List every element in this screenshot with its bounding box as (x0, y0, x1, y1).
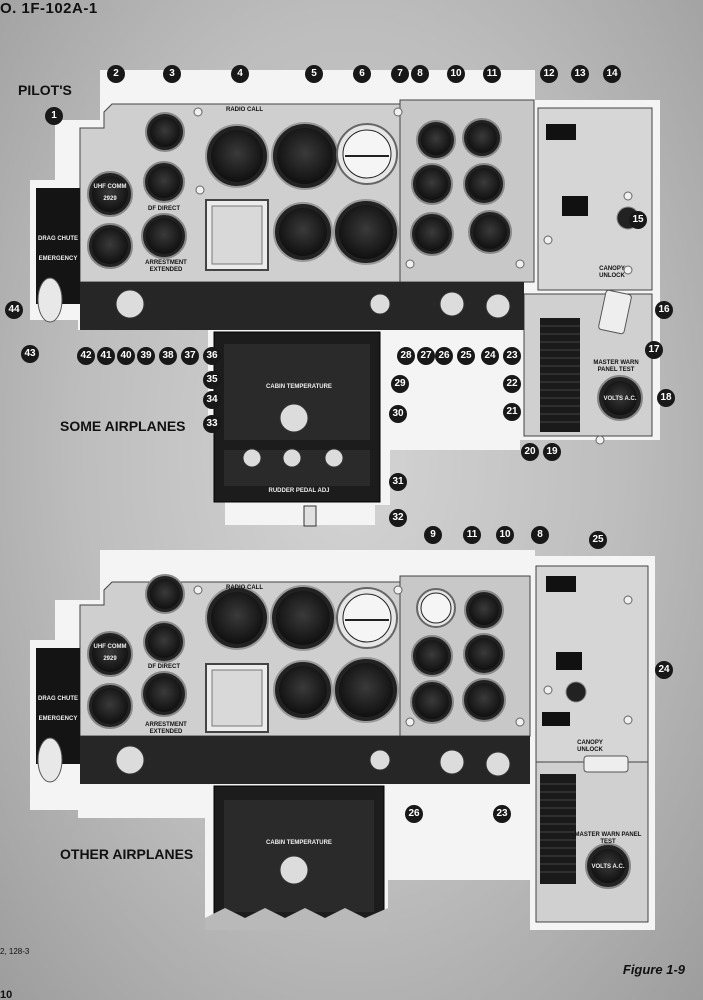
bottom-panel (30, 550, 655, 930)
document-id: O. 1F-102A-1 (0, 0, 98, 17)
uhf-frequency-readout-lower: 2929 (103, 656, 117, 662)
drag-chute-placard-lower: DRAG CHUTE (38, 696, 78, 702)
page-number: 10 (0, 989, 13, 1000)
rudder-pedal-adj-placard: RUDDER PEDAL ADJ (268, 488, 330, 494)
top-callout-38: 38 (159, 347, 177, 365)
radio-call-placard: RADIO CALL (226, 107, 263, 113)
bottom-callout-9: 9 (424, 526, 442, 544)
cabin-temperature-placard-lower: CABIN TEMPERATURE (266, 840, 332, 846)
cabin-temperature-placard: CABIN TEMPERATURE (266, 384, 332, 390)
some-airplanes-label: SOME AIRPLANES (60, 418, 186, 434)
top-callout-24: 24 (481, 347, 499, 365)
top-callout-20: 20 (521, 443, 539, 461)
bottom-callout-10: 10 (496, 526, 514, 544)
top-callout-4: 4 (231, 65, 249, 83)
top-callout-13: 13 (571, 65, 589, 83)
df-direct-placard: DF DIRECT (148, 206, 180, 212)
bottom-callout-25: 25 (589, 531, 607, 549)
master-warn-test-placard: MASTER WARN PANEL TEST (593, 360, 639, 373)
pilots-label: PILOT'S (18, 82, 72, 98)
top-callout-16: 16 (655, 301, 673, 319)
drag-chute-placard: DRAG CHUTE (38, 236, 78, 242)
top-callout-6: 6 (353, 65, 371, 83)
top-panel (30, 70, 660, 527)
bottom-callout-8: 8 (531, 526, 549, 544)
top-callout-42: 42 (77, 347, 95, 365)
radio-call-placard-lower: RADIO CALL (226, 585, 263, 591)
top-callout-19: 19 (543, 443, 561, 461)
top-callout-1: 1 (45, 107, 63, 125)
top-callout-29: 29 (391, 375, 409, 393)
negative-number: 2, 128-3 (0, 947, 30, 956)
bottom-callout-23: 23 (493, 805, 511, 823)
top-callout-14: 14 (603, 65, 621, 83)
uhf-comm-placard: UHF COMM (93, 184, 127, 190)
top-callout-12: 12 (540, 65, 558, 83)
uhf-frequency-readout: 2929 (103, 196, 117, 202)
canopy-unlock-placard-lower: CANOPY UNLOCK (577, 740, 603, 753)
top-callout-37: 37 (181, 347, 199, 365)
df-direct-placard-lower: DF DIRECT (148, 664, 180, 670)
bottom-callout-11: 11 (463, 526, 481, 544)
top-callout-21: 21 (503, 403, 521, 421)
top-callout-33: 33 (203, 415, 221, 433)
top-callout-28: 28 (397, 347, 415, 365)
top-callout-41: 41 (97, 347, 115, 365)
top-callout-10: 10 (447, 65, 465, 83)
top-callout-39: 39 (137, 347, 155, 365)
top-callout-40: 40 (117, 347, 135, 365)
top-callout-36: 36 (203, 347, 221, 365)
volts-ac-placard-lower: VOLTS A.C. (591, 864, 625, 870)
top-callout-34: 34 (203, 391, 221, 409)
top-callout-25: 25 (457, 347, 475, 365)
top-callout-17: 17 (645, 341, 663, 359)
arrestment-extended-placard: ARRESTMENT EXTENDED (145, 260, 187, 273)
figure-label: Figure 1-9 (622, 962, 685, 977)
bottom-callout-26: 26 (405, 805, 423, 823)
top-callout-15: 15 (629, 211, 647, 229)
top-callout-3: 3 (163, 65, 181, 83)
canopy-unlock-placard: CANOPY UNLOCK (599, 266, 625, 279)
top-callout-27: 27 (417, 347, 435, 365)
top-callout-32: 32 (389, 509, 407, 527)
top-callout-23: 23 (503, 347, 521, 365)
top-callout-31: 31 (389, 473, 407, 491)
top-callout-43: 43 (21, 345, 39, 363)
top-callout-5: 5 (305, 65, 323, 83)
top-callout-26: 26 (435, 347, 453, 365)
emergency-placard: EMERGENCY (38, 256, 78, 262)
emergency-placard-lower: EMERGENCY (38, 716, 78, 722)
top-callout-18: 18 (657, 389, 675, 407)
top-callout-35: 35 (203, 371, 221, 389)
volts-ac-placard: VOLTS A.C. (603, 396, 637, 402)
top-callout-2: 2 (107, 65, 125, 83)
top-callout-30: 30 (389, 405, 407, 423)
top-callout-7: 7 (391, 65, 409, 83)
bottom-callout-24: 24 (655, 661, 673, 679)
top-callout-11: 11 (483, 65, 501, 83)
top-callout-44: 44 (5, 301, 23, 319)
top-callout-22: 22 (503, 375, 521, 393)
master-warn-test-placard-lower: MASTER WARN PANEL TEST (574, 832, 642, 845)
other-airplanes-label: OTHER AIRPLANES (60, 846, 194, 862)
top-callout-8: 8 (411, 65, 429, 83)
arrestment-extended-placard-lower: ARRESTMENT EXTENDED (145, 722, 187, 735)
uhf-comm-placard-lower: UHF COMM (93, 644, 127, 650)
